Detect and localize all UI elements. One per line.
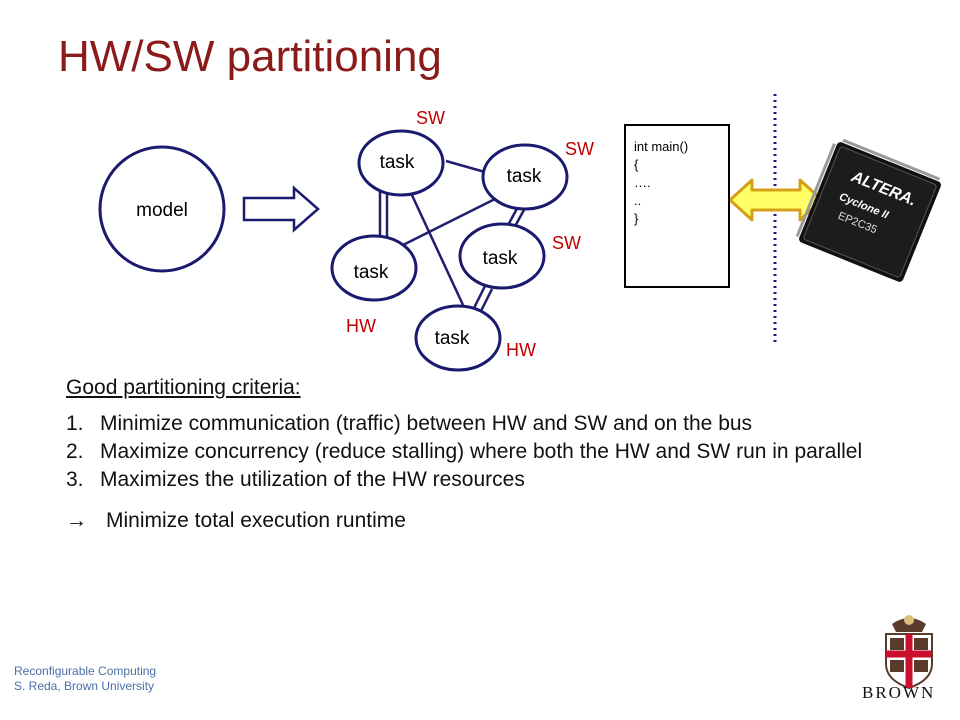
criteria-section: Good partitioning criteria: 1. Minimize … — [66, 376, 886, 534]
criteria-text: Maximize concurrency (reduce stalling) w… — [100, 440, 863, 463]
criteria-heading: Good partitioning criteria: — [66, 376, 301, 399]
fpga-chip-image: ALTERA. Cyclone II EP2C35 — [795, 138, 941, 282]
criteria-item: 2. Maximize concurrency (reduce stalling… — [66, 440, 886, 464]
tag-hw: HW — [346, 316, 376, 336]
partition-diagram: model task task task task task SW SW — [98, 94, 941, 372]
criteria-list: 1. Minimize communication (traffic) betw… — [66, 412, 886, 492]
criteria-item: 1. Minimize communication (traffic) betw… — [66, 412, 886, 436]
criteria-text: Maximizes the utilization of the HW reso… — [100, 468, 525, 491]
model-node: model — [98, 145, 226, 273]
task-node: task — [330, 234, 418, 302]
tag-sw: SW — [416, 108, 445, 128]
slide-footer: Reconfigurable Computing S. Reda, Brown … — [14, 664, 156, 694]
model-label: model — [136, 200, 188, 221]
footer-course: Reconfigurable Computing — [14, 664, 157, 678]
code-line: int main() — [634, 139, 689, 154]
slide-title: HW/SW partitioning — [58, 32, 442, 81]
task-label: task — [483, 248, 518, 269]
brown-wordmark: BROWN — [862, 683, 936, 702]
task-label: task — [507, 166, 542, 187]
task-label: task — [380, 152, 415, 173]
model-to-tasks-arrow — [242, 185, 320, 233]
task-node: task — [458, 222, 546, 290]
code-line: { — [634, 157, 639, 172]
task-node: task — [357, 129, 445, 197]
code-line: .. — [634, 193, 642, 208]
code-line: …. — [634, 175, 651, 190]
tag-sw: SW — [565, 139, 594, 159]
task-node: task — [481, 143, 569, 211]
task-node: task — [414, 304, 502, 372]
code-lines: int main() { …. .. } — [634, 138, 688, 228]
task-label: task — [435, 328, 470, 349]
criteria-text: Minimize communication (traffic) between… — [100, 412, 753, 435]
criteria-number: 2. — [66, 440, 84, 463]
brown-university-seal-logo — [885, 615, 933, 690]
tag-hw: HW — [506, 340, 536, 360]
task-label: task — [354, 262, 389, 283]
tag-sw: SW — [552, 233, 581, 253]
criteria-number: 3. — [66, 468, 84, 491]
software-code-box: int main() { …. .. } — [624, 124, 730, 288]
criteria-number: 1. — [66, 412, 84, 435]
conclusion: → Minimize total execution runtime — [66, 508, 886, 534]
footer-author: S. Reda, Brown University — [14, 679, 155, 693]
conclusion-text: Minimize total execution runtime — [106, 509, 406, 532]
criteria-item: 3. Maximizes the utilization of the HW r… — [66, 468, 886, 492]
code-line: } — [634, 211, 639, 226]
right-arrow-icon: → — [66, 509, 87, 532]
